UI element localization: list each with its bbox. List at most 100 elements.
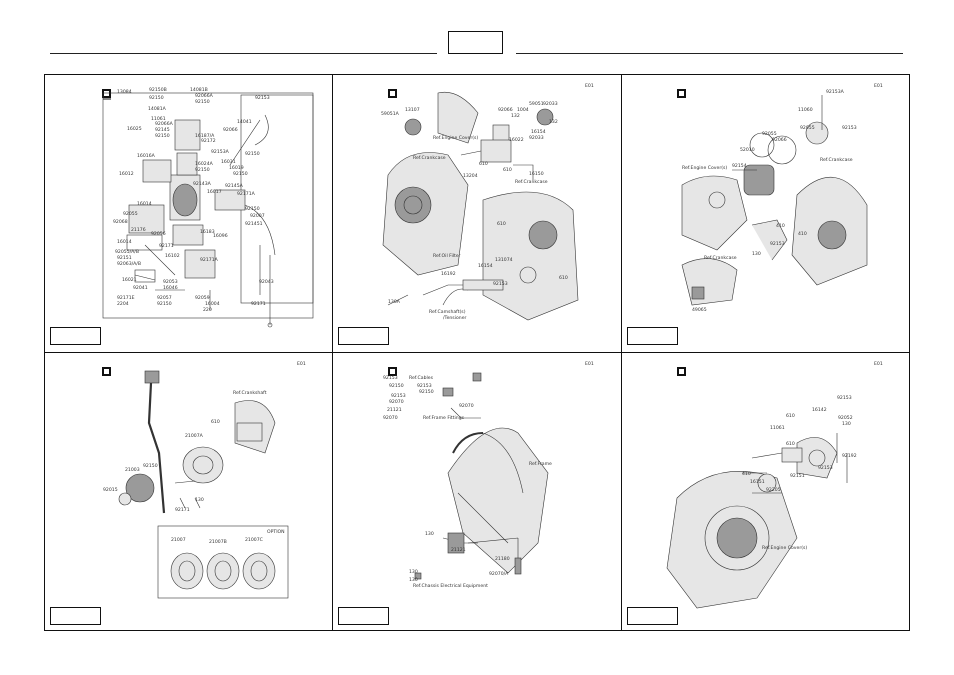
svg-text:Ref.Engine Cover(s): Ref.Engine Cover(s) xyxy=(762,545,807,551)
svg-text:410: 410 xyxy=(742,471,751,477)
svg-text:21003: 21003 xyxy=(125,467,140,473)
svg-text:92172: 92172 xyxy=(201,138,216,144)
svg-text:92066: 92066 xyxy=(498,107,513,113)
svg-text:92153: 92153 xyxy=(417,383,432,389)
svg-text:14041: 14041 xyxy=(237,119,252,125)
svg-text:1004: 1004 xyxy=(517,107,529,113)
svg-text:92070: 92070 xyxy=(459,403,474,409)
svg-text:16150: 16150 xyxy=(529,171,544,177)
svg-text:49065: 49065 xyxy=(692,307,707,313)
svg-text:Ref.Crankcase: Ref.Crankcase xyxy=(413,155,446,161)
svg-text:16046: 16046 xyxy=(163,285,178,291)
svg-text:16014: 16014 xyxy=(137,201,152,207)
svg-text:92015: 92015 xyxy=(103,487,118,493)
svg-text:Ref.Crankcase: Ref.Crankcase xyxy=(515,179,548,185)
svg-text:16183: 16183 xyxy=(200,229,215,235)
svg-text:E01: E01 xyxy=(585,361,594,367)
svg-text:21121: 21121 xyxy=(451,547,466,553)
svg-text:92153: 92153 xyxy=(383,375,398,381)
book-icon xyxy=(388,367,397,376)
svg-text:Ref.Engine Cover(s): Ref.Engine Cover(s) xyxy=(433,135,478,141)
svg-text:92070: 92070 xyxy=(389,399,404,405)
svg-text:OPTION: OPTION xyxy=(267,529,285,535)
svg-text:92057: 92057 xyxy=(157,295,172,301)
svg-text:92205: 92205 xyxy=(766,487,781,493)
svg-text:130: 130 xyxy=(195,497,204,503)
svg-text:Ref.Frame: Ref.Frame xyxy=(529,461,552,467)
svg-text:410: 410 xyxy=(776,223,785,229)
svg-text:16024A: 16024A xyxy=(195,161,214,167)
svg-text:14081B: 14081B xyxy=(190,87,208,93)
svg-text:59051: 59051 xyxy=(529,101,544,107)
svg-text:92066A: 92066A xyxy=(195,93,214,99)
svg-text:16187/A: 16187/A xyxy=(195,133,215,139)
svg-text:/Tensioner: /Tensioner xyxy=(443,315,467,321)
svg-text:21176: 21176 xyxy=(131,227,146,233)
svg-text:92153: 92153 xyxy=(818,465,833,471)
svg-text:13084: 13084 xyxy=(117,89,132,95)
svg-text:92056: 92056 xyxy=(151,231,166,237)
svg-text:92171: 92171 xyxy=(159,243,174,249)
svg-text:92041: 92041 xyxy=(133,285,148,291)
svg-text:92007: 92007 xyxy=(250,213,265,219)
svg-text:92033: 92033 xyxy=(543,101,558,107)
svg-text:92171A: 92171A xyxy=(237,191,256,197)
svg-text:Ref.Crankshaft: Ref.Crankshaft xyxy=(233,390,267,396)
svg-text:92055: 92055 xyxy=(762,131,777,137)
svg-text:92063/A/B: 92063/A/B xyxy=(117,261,141,267)
svg-text:16142: 16142 xyxy=(812,407,827,413)
svg-text:610: 610 xyxy=(211,419,220,425)
svg-text:21007A: 21007A xyxy=(185,433,204,439)
svg-text:92154: 92154 xyxy=(732,163,747,169)
svg-text:Ref.Crankcase: Ref.Crankcase xyxy=(820,157,853,163)
svg-text:92153A: 92153A xyxy=(826,89,845,95)
svg-text:92151: 92151 xyxy=(790,473,805,479)
svg-text:21121: 21121 xyxy=(387,407,402,413)
svg-text:92150: 92150 xyxy=(233,171,248,177)
svg-text:92153: 92153 xyxy=(391,393,406,399)
svg-text:92055: 92055 xyxy=(800,125,815,131)
svg-text:21180: 21180 xyxy=(495,556,510,562)
row-divider xyxy=(45,352,909,353)
svg-text:E01: E01 xyxy=(874,83,883,89)
svg-text:11060: 11060 xyxy=(798,107,813,113)
svg-text:92171A: 92171A xyxy=(200,257,219,263)
svg-text:16004: 16004 xyxy=(205,301,220,307)
svg-text:Ref.Oil Filter: Ref.Oil Filter xyxy=(433,253,461,259)
svg-text:16019: 16019 xyxy=(229,165,244,171)
svg-text:21007: 21007 xyxy=(171,537,186,543)
svg-text:E01: E01 xyxy=(874,361,883,367)
svg-text:610: 610 xyxy=(497,221,506,227)
svg-text:92150: 92150 xyxy=(389,383,404,389)
svg-text:92033: 92033 xyxy=(529,135,544,141)
header-page-box xyxy=(448,31,503,54)
svg-text:11061: 11061 xyxy=(151,116,166,122)
book-icon xyxy=(677,89,686,98)
svg-text:E01: E01 xyxy=(585,83,594,89)
svg-text:92153: 92153 xyxy=(842,125,857,131)
svg-text:16154: 16154 xyxy=(531,129,546,135)
svg-text:130: 130 xyxy=(752,251,761,257)
svg-text:130: 130 xyxy=(409,577,418,583)
svg-text:13107: 13107 xyxy=(405,107,420,113)
svg-text:92151: 92151 xyxy=(117,255,132,261)
svg-text:13204: 13204 xyxy=(463,173,478,179)
svg-text:92066: 92066 xyxy=(223,127,238,133)
svg-text:92043: 92043 xyxy=(259,279,274,285)
svg-text:16151: 16151 xyxy=(750,479,765,485)
svg-text:92150: 92150 xyxy=(143,463,158,469)
svg-text:92055/A/B: 92055/A/B xyxy=(115,249,139,255)
book-icon xyxy=(102,89,111,100)
svg-text:132: 132 xyxy=(511,113,520,119)
svg-text:921451: 921451 xyxy=(245,221,263,227)
svg-text:92068: 92068 xyxy=(113,219,128,225)
svg-text:410: 410 xyxy=(798,231,807,237)
